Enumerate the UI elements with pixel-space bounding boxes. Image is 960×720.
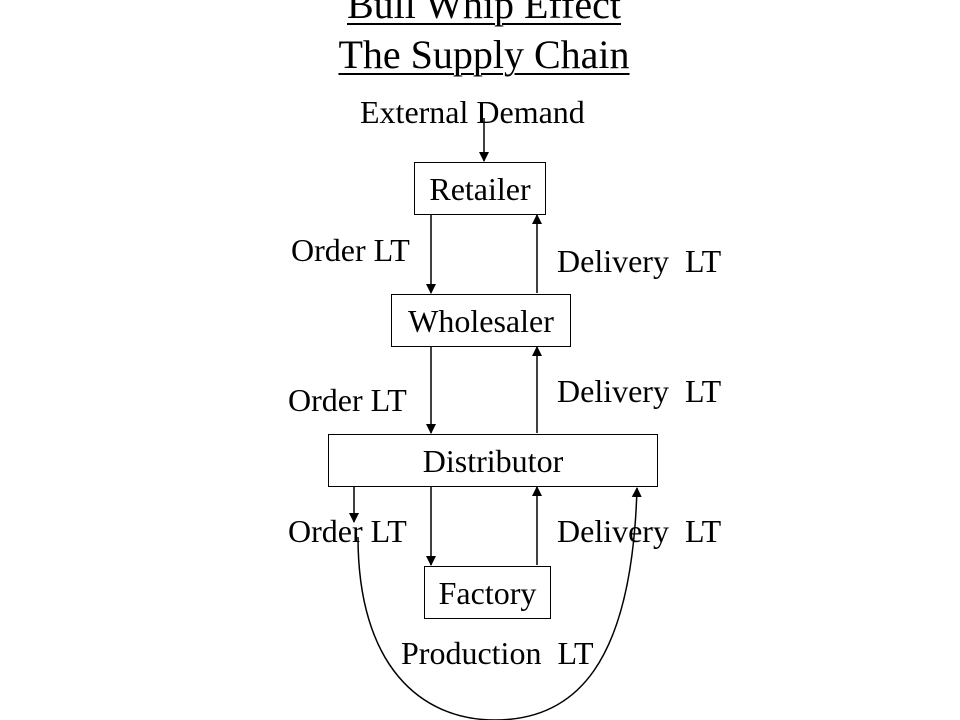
order-lt-label-3: Order LT xyxy=(288,513,407,549)
factory-box: Factory xyxy=(424,566,551,619)
order-lt-label-2: Order LT xyxy=(288,382,407,418)
retailer-box: Retailer xyxy=(414,162,546,215)
external-demand-label: External Demand xyxy=(360,94,585,130)
title-line-1: Bull Whip Effect xyxy=(346,0,622,27)
distributor-box: Distributor xyxy=(328,434,658,487)
delivery-lt-label-2: Delivery LT xyxy=(557,373,722,409)
wholesaler-box: Wholesaler xyxy=(391,294,571,347)
title-line-2: The Supply Chain xyxy=(338,32,630,77)
order-lt-label-1: Order LT xyxy=(291,232,410,268)
production-lt-label: Production LT xyxy=(401,635,594,671)
delivery-lt-label-3: Delivery LT xyxy=(557,513,722,549)
delivery-lt-label-1: Delivery LT xyxy=(557,243,722,279)
